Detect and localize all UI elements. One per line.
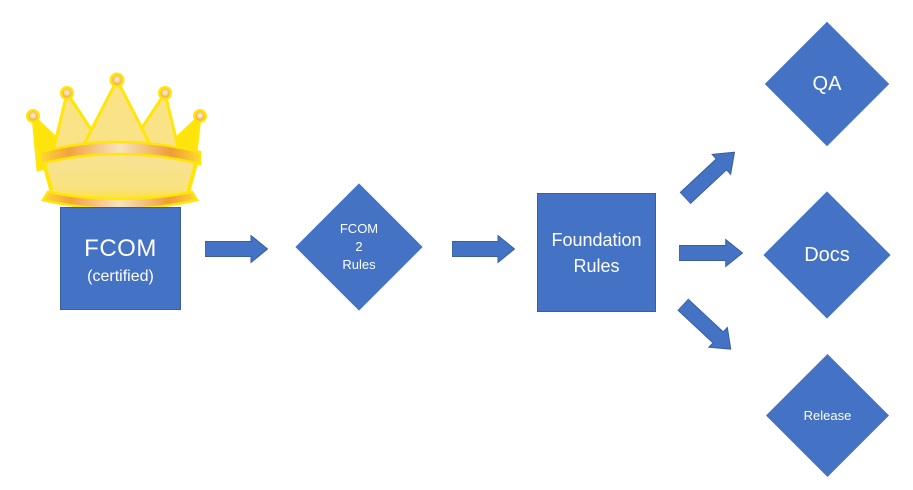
crown-jewels [26, 72, 207, 123]
node-qa-label: QA [812, 73, 842, 95]
node-release: Release [765, 353, 890, 478]
arrow-fcom-2-rules-to-foundation-rules [452, 234, 515, 264]
crown-lower-band [41, 190, 199, 211]
crown-icon [26, 72, 207, 211]
node-docs-label: Docs [804, 244, 850, 266]
arrow-foundation-to-qa [675, 141, 745, 209]
crown-jewel [158, 86, 172, 100]
node-fcom-2-rules: FCOM 2 Rules [295, 183, 423, 311]
crown-upper-band [38, 140, 202, 166]
crown-jewel [60, 86, 74, 100]
arrow-polygon [677, 298, 732, 350]
node-fcom: FCOM (certified) [60, 207, 181, 310]
node-foundation-rules-line: Foundation [551, 229, 642, 250]
arrow-polygon [452, 234, 515, 264]
node-fcom-2-rules-line: FCOM [339, 221, 379, 236]
node-docs: Docs [763, 191, 891, 319]
node-foundation-rules-line: Rules [573, 255, 620, 276]
node-fcom-2-rules-line: 2 [355, 239, 363, 254]
crown-jewel [193, 109, 207, 123]
node-fcom-subtitle: (certified) [87, 267, 154, 285]
arrow-foundation-to-release [673, 294, 742, 361]
arrow-polygon [205, 234, 268, 264]
crown-jewel [109, 72, 125, 88]
node-foundation-rules: Foundation Rules [537, 193, 656, 312]
node-release-label: Release [803, 408, 852, 423]
arrow-polygon [679, 151, 736, 205]
arrow-fcom-to-fcom-2-rules [205, 234, 268, 264]
arrow-foundation-to-docs [679, 238, 743, 268]
node-fcom-title: FCOM [84, 234, 157, 262]
crown-jewel [26, 109, 40, 123]
node-fcom-2-rules-line: Rules [342, 257, 376, 272]
node-qa: QA [764, 21, 890, 147]
arrow-polygon [679, 238, 743, 268]
